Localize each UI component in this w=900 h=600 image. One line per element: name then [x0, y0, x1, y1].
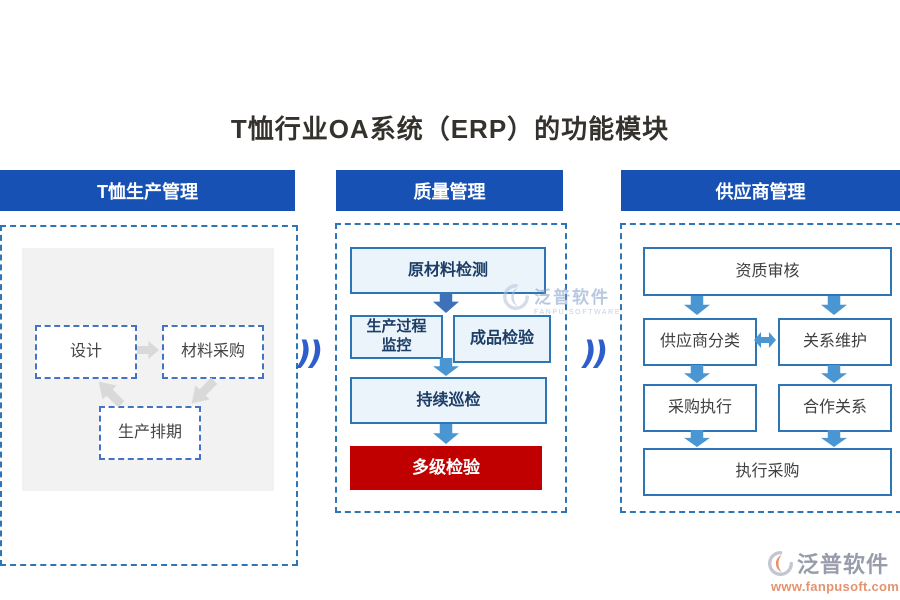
node-material-purchase: 材料采购	[162, 325, 264, 379]
node-raw-material-test: 原材料检测	[350, 247, 546, 294]
node-continuous-patrol: 持续巡检	[350, 377, 547, 424]
node-supplier-classify: 供应商分类	[643, 318, 757, 366]
fanpu-logo-icon	[768, 550, 793, 576]
production-panel	[0, 225, 298, 566]
node-production-schedule: 生产排期	[99, 406, 201, 460]
node-relation-maintain: 关系维护	[778, 318, 892, 366]
node-finished-inspection: 成品检验	[453, 315, 551, 363]
column-header-supplier: 供应商管理	[621, 170, 900, 211]
node-purchase-execution: 采购执行	[643, 384, 757, 432]
column-header-production: T恤生产管理	[0, 170, 295, 211]
watermark-brand-text: 泛普软件	[797, 552, 890, 577]
watermark-bottom-right: 泛普软件 www.fanpusoft.com	[767, 547, 899, 594]
node-cooperation-relation: 合作关系	[778, 384, 892, 432]
node-process-monitor: 生产过程监控	[350, 315, 443, 359]
node-execute-purchase: 执行采购	[643, 448, 892, 496]
page-title: T恤行业OA系统（ERP）的功能模块	[230, 114, 670, 144]
node-design: 设计	[35, 325, 137, 379]
chevron-double-icon: ))	[297, 334, 323, 372]
node-multi-level-inspection: 多级检验	[350, 446, 542, 490]
watermark-url-text: www.fanpusoft.com	[771, 579, 900, 594]
supplier-panel	[620, 223, 900, 513]
quality-panel	[335, 223, 567, 513]
column-header-quality: 质量管理	[336, 170, 563, 211]
arrow-double-horizontal-icon	[754, 332, 776, 348]
chevron-double-icon: ))	[582, 334, 608, 372]
node-qualification-review: 资质审核	[643, 247, 892, 296]
